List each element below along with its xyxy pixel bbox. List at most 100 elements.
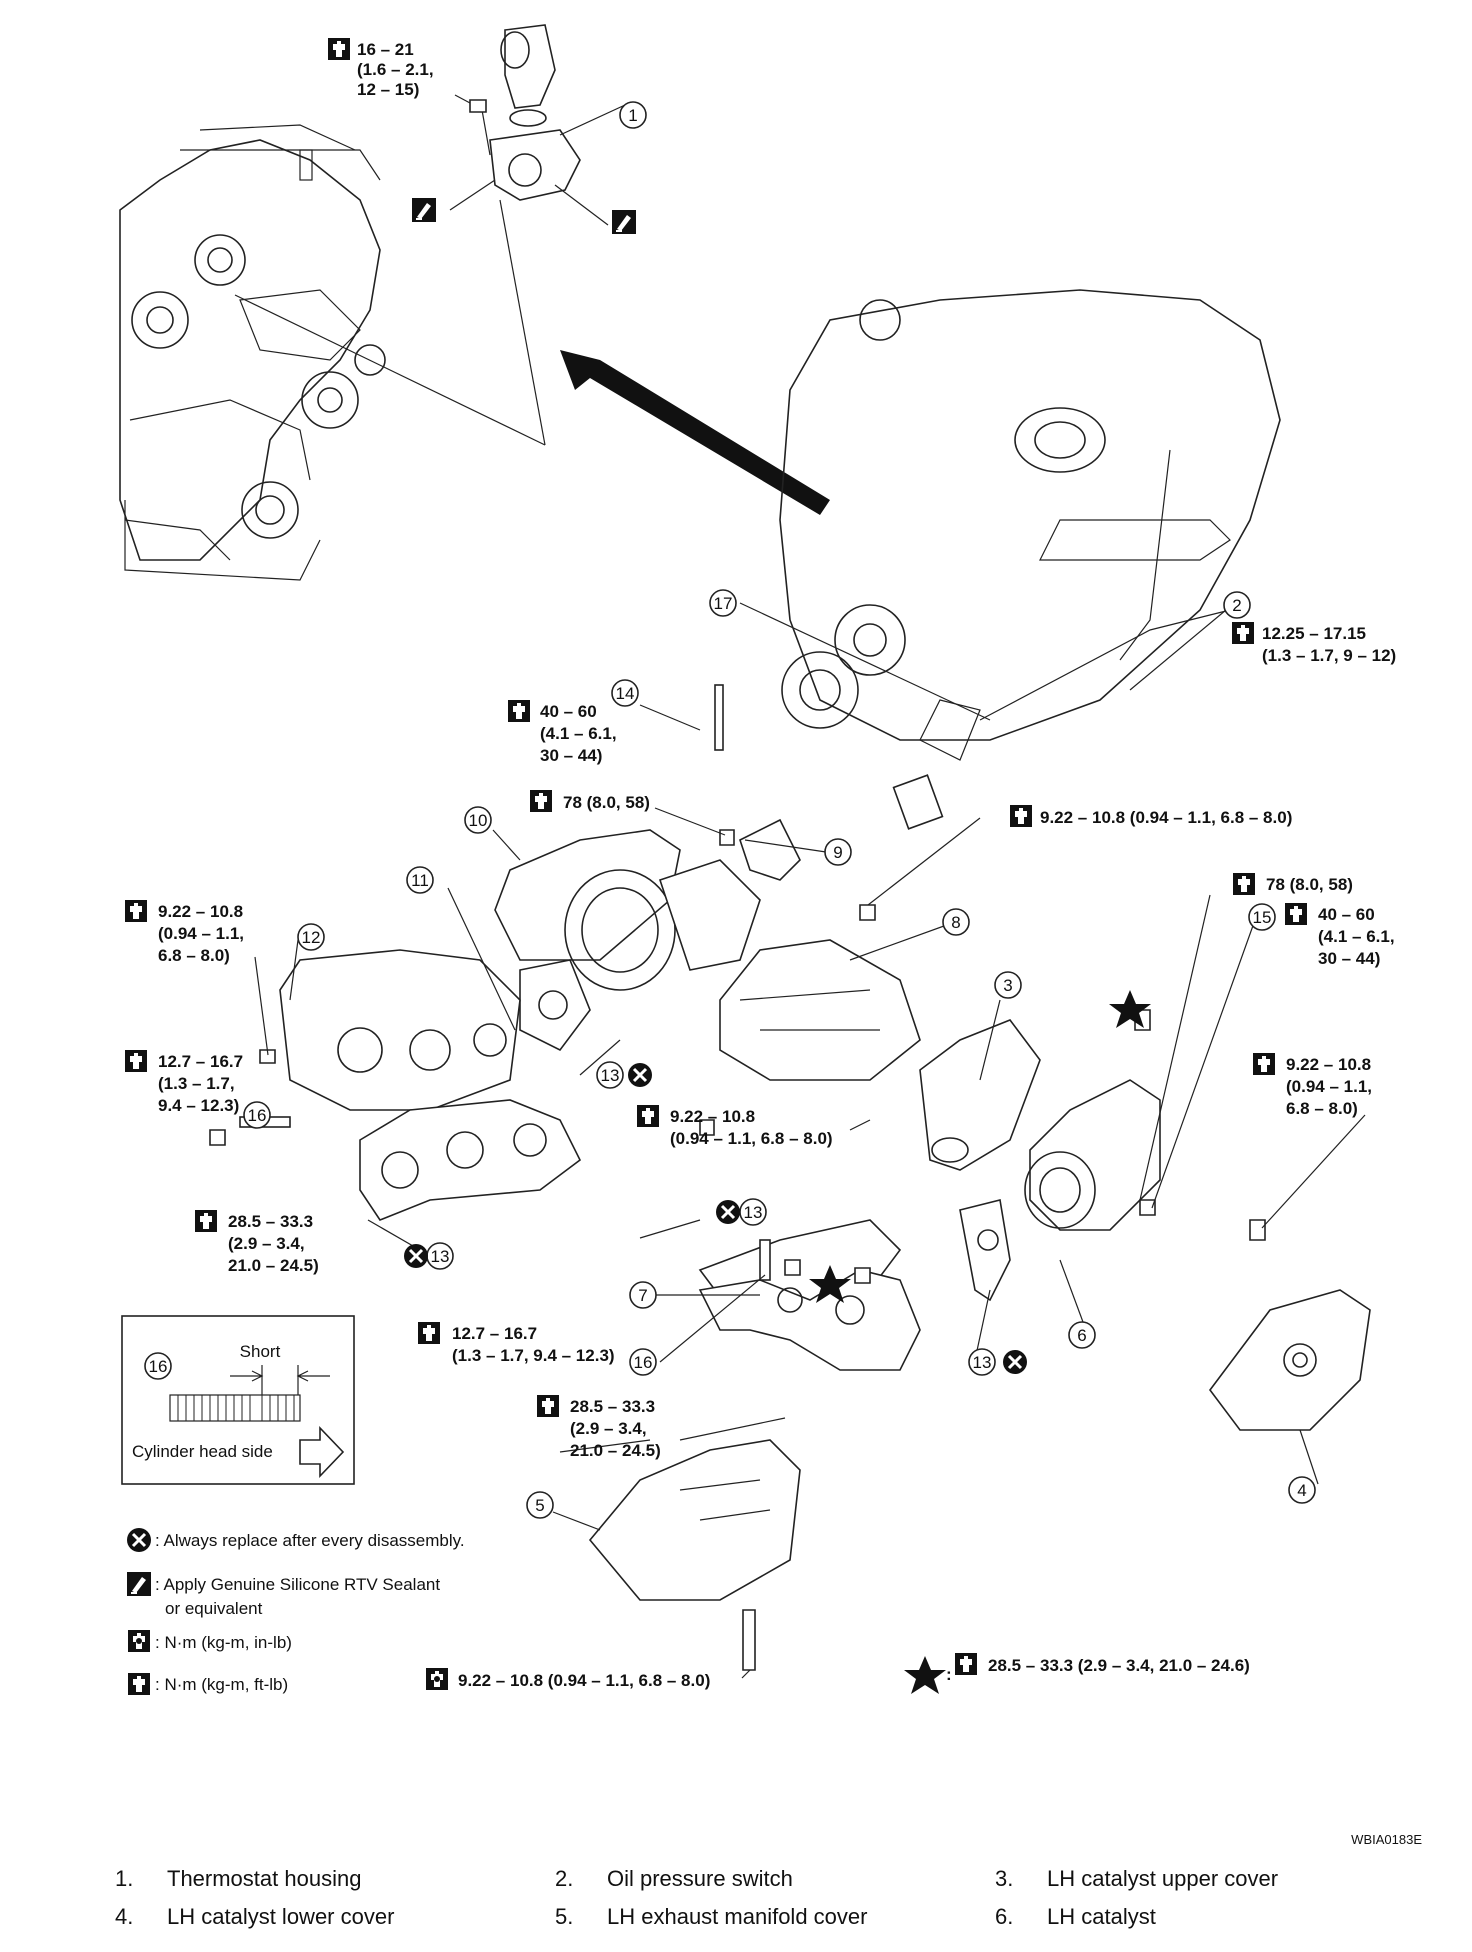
svg-text:16: 16 <box>248 1106 267 1125</box>
svg-text:8: 8 <box>951 913 960 932</box>
svg-text:Cylinder head side: Cylinder head side <box>132 1442 273 1461</box>
svg-text:78 (8.0, 58): 78 (8.0, 58) <box>1266 875 1353 894</box>
svg-text:11: 11 <box>411 871 429 890</box>
svg-text:: Apply Genuine Silicone RTV S: : Apply Genuine Silicone RTV Sealant <box>155 1575 440 1594</box>
part-callout-4: 4 <box>1288 1476 1316 1504</box>
part-callout-14: 14 <box>611 679 639 707</box>
svg-text:2: 2 <box>1232 596 1241 615</box>
parts-list-row: 1. Thermostat housing 2. Oil pressure sw… <box>115 1860 1435 1898</box>
svg-text:(1.6 – 2.1,: (1.6 – 2.1, <box>357 60 434 79</box>
torque-callouts: 16 – 21 (1.6 – 2.1, 12 – 15) 12.25 – 17.… <box>125 38 1396 1694</box>
svg-text:30 – 44): 30 – 44) <box>540 746 602 765</box>
parts-list-row: 4. LH catalyst lower cover 5. LH exhaust… <box>115 1898 1435 1936</box>
parts-list: 1. Thermostat housing 2. Oil pressure sw… <box>115 1860 1435 1936</box>
part-callout-13d: 13 <box>968 1348 996 1376</box>
svg-text:(2.9 – 3.4,: (2.9 – 3.4, <box>228 1234 305 1253</box>
item-name: Thermostat housing <box>167 1866 362 1891</box>
lh-catalyst-upper-group <box>494 818 801 1052</box>
leader-lines <box>254 94 1366 1679</box>
svg-text:28.5 – 33.3 (2.9 – 3.4, 21.0 –: 28.5 – 33.3 (2.9 – 3.4, 21.0 – 24.6) <box>988 1656 1250 1675</box>
svg-text:21.0 – 24.5): 21.0 – 24.5) <box>228 1256 319 1275</box>
part-callout-13a: 13 <box>596 1061 624 1089</box>
item-name: LH exhaust manifold cover <box>607 1904 868 1929</box>
svg-text:Short: Short <box>240 1342 281 1361</box>
svg-text:: N·m (kg-m, ft-lb): : N·m (kg-m, ft-lb) <box>155 1675 288 1694</box>
part-number-callouts: 1 2 3 4 5 6 7 8 9 10 11 12 13 13 13 13 1… <box>243 101 1316 1519</box>
svg-text:6.8 – 8.0): 6.8 – 8.0) <box>158 946 230 965</box>
thermostat-housing <box>481 24 581 201</box>
svg-text:6: 6 <box>1077 1326 1086 1345</box>
gasket-catalyst <box>959 1199 1011 1302</box>
item-number: 3. <box>995 1866 1014 1891</box>
part-callout-13c: 13 <box>426 1242 454 1270</box>
part-callout-5: 5 <box>526 1491 554 1519</box>
part-callout-12: 12 <box>297 923 325 951</box>
svg-text:9.22 – 10.8: 9.22 – 10.8 <box>158 902 243 921</box>
sealant-markers <box>411 197 637 235</box>
svg-text:(0.94 – 1.1, 6.8 – 8.0): (0.94 – 1.1, 6.8 – 8.0) <box>670 1129 833 1148</box>
part-callout-9: 9 <box>824 838 852 866</box>
svg-text:12 – 15): 12 – 15) <box>357 80 419 99</box>
symbol-legend: : Always replace after every disassembly… <box>125 1526 465 1695</box>
part-callout-3: 3 <box>994 971 1022 999</box>
svg-text:21.0 – 24.5): 21.0 – 24.5) <box>570 1441 661 1460</box>
part-callout-6: 6 <box>1068 1321 1096 1349</box>
svg-text:4: 4 <box>1297 1481 1306 1500</box>
direction-arrow <box>560 350 830 515</box>
part-callout-10: 10 <box>464 806 492 834</box>
item-number: 2. <box>555 1866 574 1891</box>
part-callout-7: 7 <box>629 1281 657 1309</box>
item-name: LH catalyst lower cover <box>167 1904 395 1929</box>
svg-text:16: 16 <box>149 1357 168 1376</box>
svg-text:1: 1 <box>628 106 637 125</box>
svg-text:16 – 21: 16 – 21 <box>357 40 414 59</box>
engine-rear-illustration <box>779 289 1281 830</box>
item-number: 6. <box>995 1904 1014 1929</box>
svg-text::: : <box>946 1665 952 1684</box>
svg-text:or equivalent: or equivalent <box>165 1599 263 1618</box>
svg-text:78 (8.0, 58): 78 (8.0, 58) <box>563 793 650 812</box>
svg-text:16: 16 <box>634 1353 653 1372</box>
parts-list-item: 2. Oil pressure switch <box>555 1866 995 1892</box>
lh-catalyst-upper-cover <box>919 1019 1041 1171</box>
parts-list-item: 1. Thermostat housing <box>115 1866 555 1892</box>
svg-text:12.7 – 16.7: 12.7 – 16.7 <box>158 1052 243 1071</box>
svg-text:: N·m (kg-m, in-lb): : N·m (kg-m, in-lb) <box>155 1633 292 1652</box>
svg-text:28.5 – 33.3: 28.5 – 33.3 <box>570 1397 655 1416</box>
item-name: LH catalyst <box>1047 1904 1156 1929</box>
part-callout-13b: 13 <box>739 1198 767 1226</box>
lh-exhaust-manifold-cover <box>588 1439 801 1671</box>
item-number: 1. <box>115 1866 134 1891</box>
lh-catalyst <box>1024 1079 1161 1231</box>
svg-text:28.5 – 33.3: 28.5 – 33.3 <box>228 1212 313 1231</box>
item-number: 5. <box>555 1904 574 1929</box>
parts-list-item: 6. LH catalyst <box>995 1904 1435 1930</box>
svg-text:30 – 44): 30 – 44) <box>1318 949 1380 968</box>
gasket-front <box>359 1099 582 1221</box>
svg-text:40 – 60: 40 – 60 <box>1318 905 1375 924</box>
svg-text:9.22 – 10.8 (0.94 – 1.1, 6.8 –: 9.22 – 10.8 (0.94 – 1.1, 6.8 – 8.0) <box>458 1671 710 1690</box>
item-name: LH catalyst upper cover <box>1047 1866 1279 1891</box>
svg-text:9.22 – 10.8: 9.22 – 10.8 <box>1286 1055 1371 1074</box>
svg-text:13: 13 <box>973 1353 992 1372</box>
part-callout-8: 8 <box>942 908 970 936</box>
part-callout-1: 1 <box>619 101 647 129</box>
svg-text:(4.1 – 6.1,: (4.1 – 6.1, <box>1318 927 1395 946</box>
svg-text:14: 14 <box>616 684 635 703</box>
svg-text:5: 5 <box>535 1496 544 1515</box>
item-number: 4. <box>115 1904 134 1929</box>
svg-text:9.22 – 10.8 (0.94 – 1.1, 6.8 –: 9.22 – 10.8 (0.94 – 1.1, 6.8 – 8.0) <box>1040 808 1292 827</box>
item-name: Oil pressure switch <box>607 1866 793 1891</box>
part-callout-16a: 16 <box>243 1101 271 1129</box>
svg-text:(4.1 – 6.1,: (4.1 – 6.1, <box>540 724 617 743</box>
svg-text:9.22 – 10.8: 9.22 – 10.8 <box>670 1107 755 1126</box>
svg-text:15: 15 <box>1253 908 1272 927</box>
svg-text:40 – 60: 40 – 60 <box>540 702 597 721</box>
svg-text:13: 13 <box>744 1203 763 1222</box>
parts-list-item: 5. LH exhaust manifold cover <box>555 1904 995 1930</box>
svg-text:10: 10 <box>469 811 488 830</box>
part-callout-17: 17 <box>709 589 737 617</box>
lh-exhaust-manifold-front <box>279 949 521 1111</box>
figure-code: WBIA0183E <box>1351 1832 1422 1847</box>
